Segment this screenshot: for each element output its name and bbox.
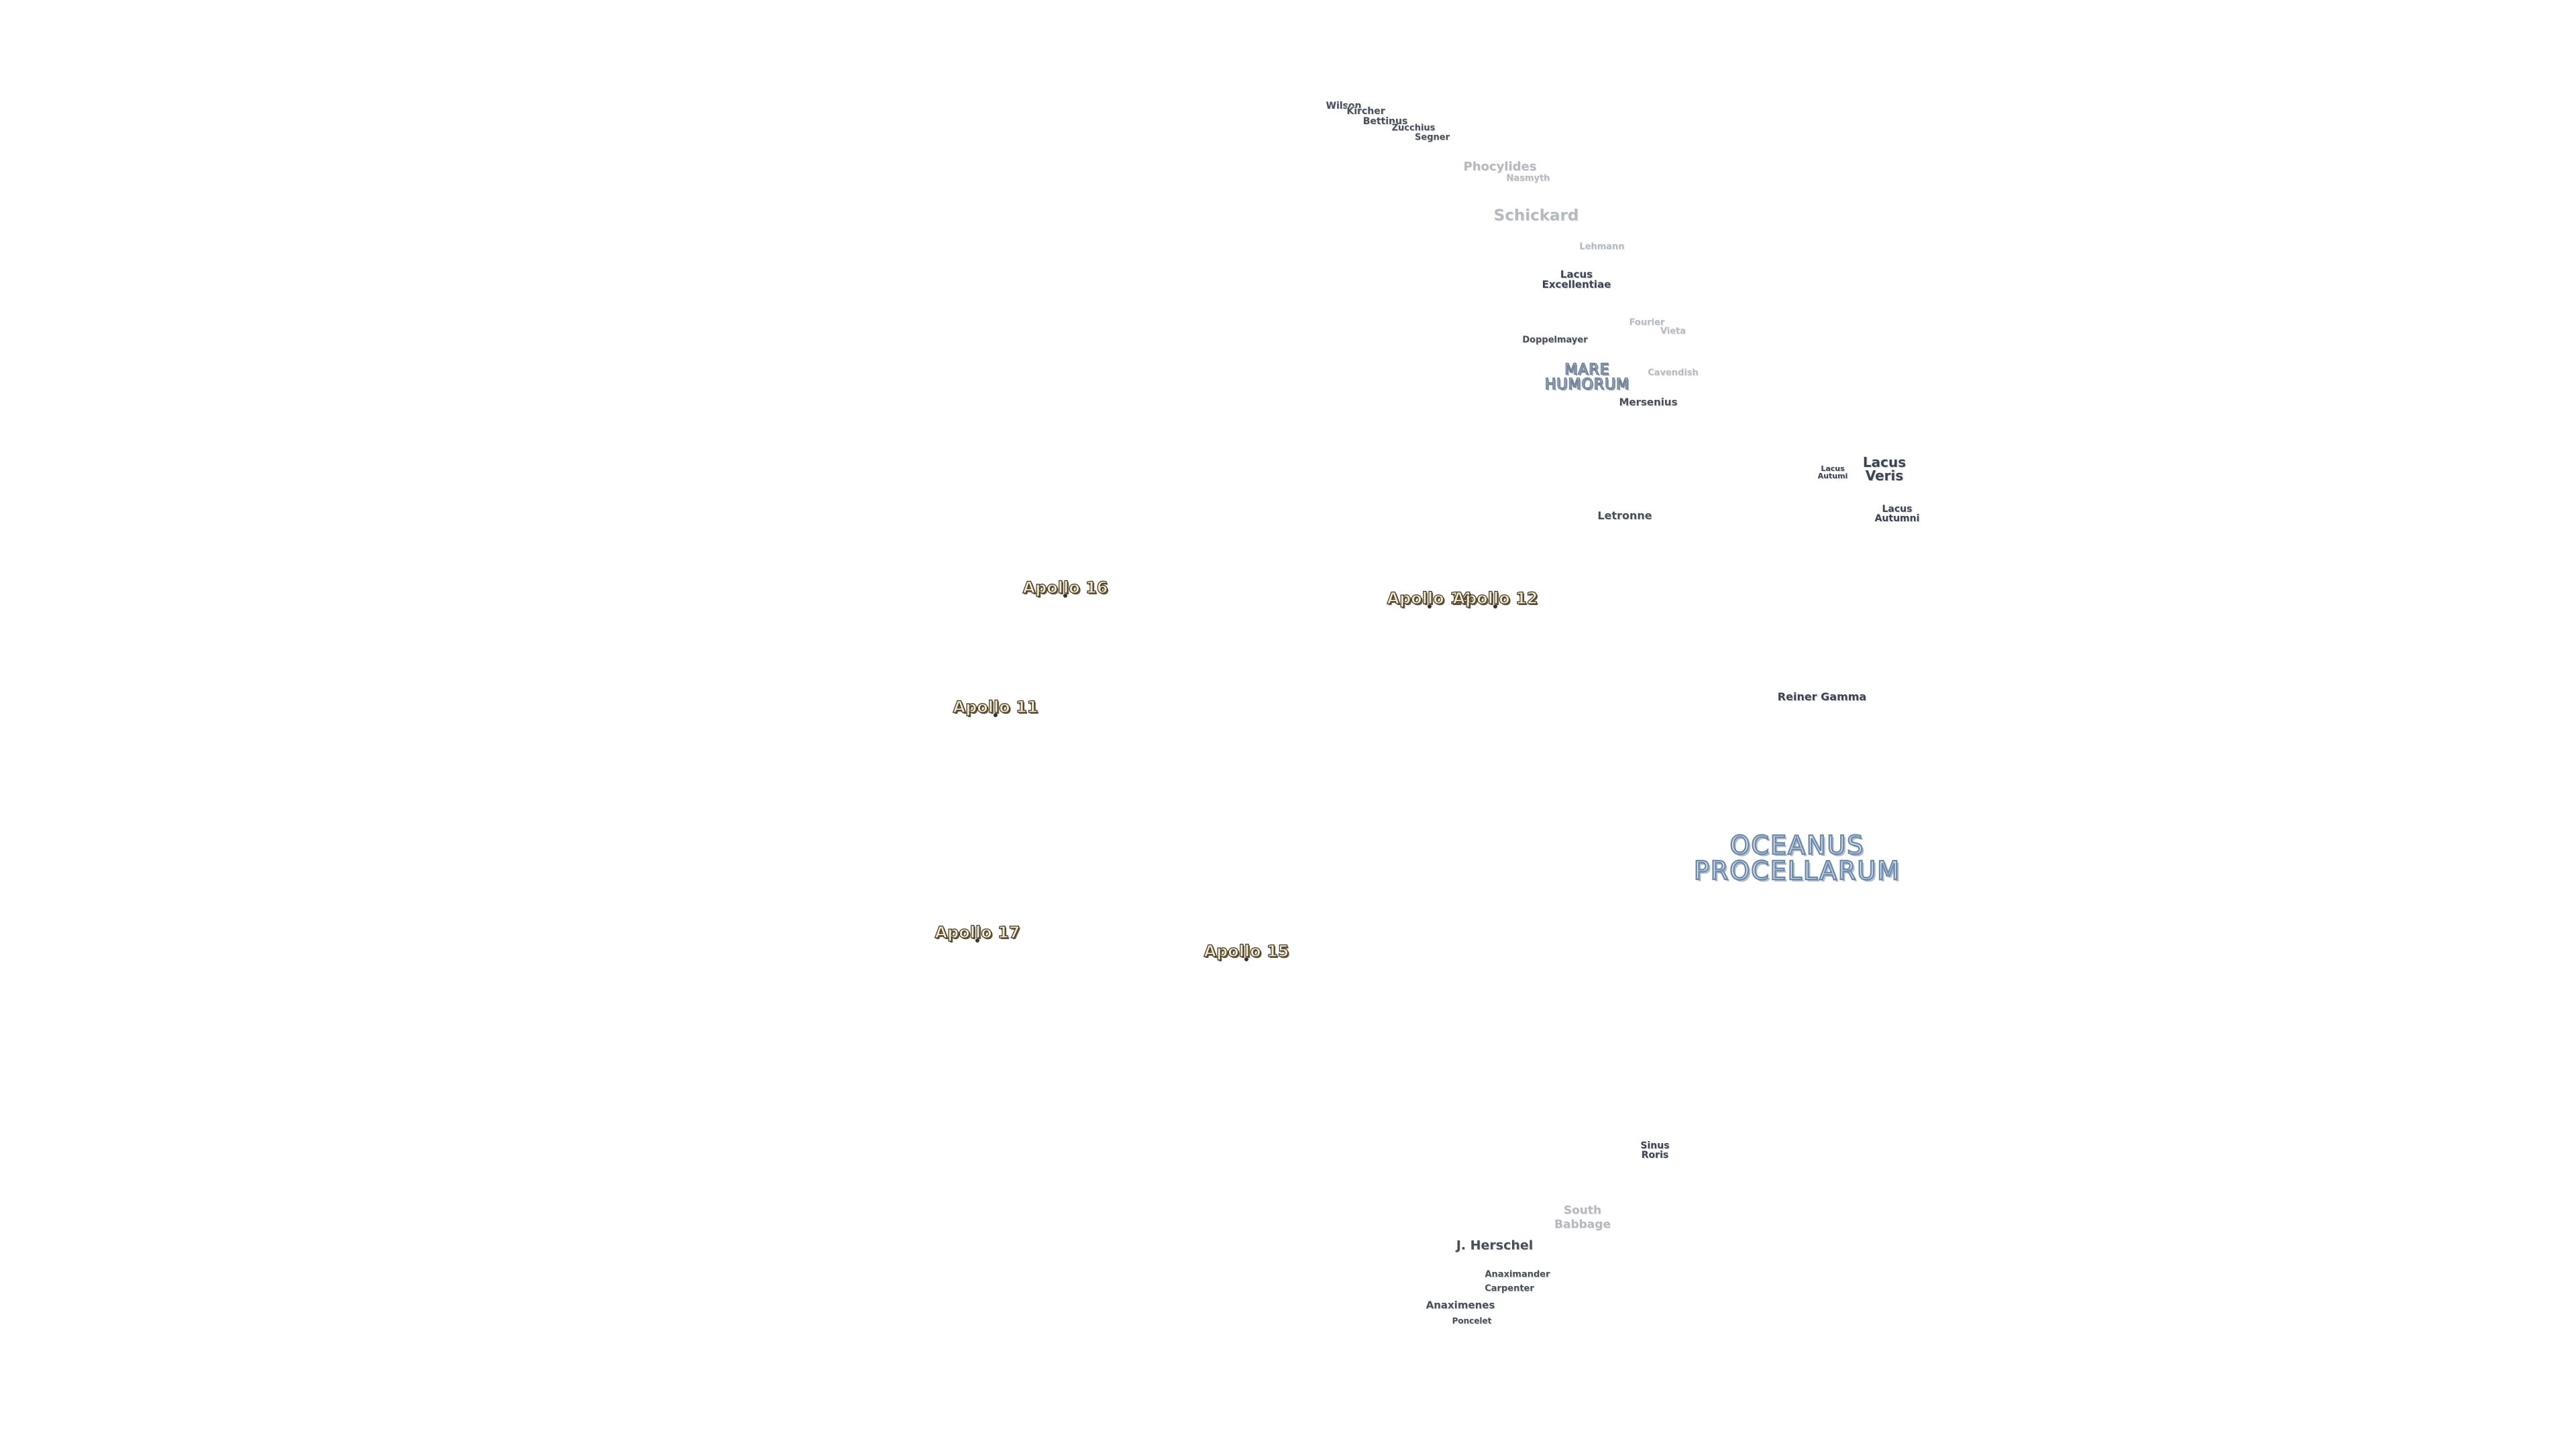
feature-label-lacus-excellentiae: Lacus Excellentiae bbox=[1542, 268, 1611, 290]
feature-label-letronne: Letronne bbox=[1597, 509, 1652, 522]
feature-label-sinus-roris: Sinus Roris bbox=[1640, 1140, 1670, 1161]
landing-site-label-apollo-15[interactable]: Apollo 15 bbox=[1203, 942, 1289, 961]
feature-label-zucchius: Zucchius bbox=[1391, 123, 1436, 133]
landing-site-marker[interactable] bbox=[1428, 604, 1432, 608]
landing-site-marker[interactable] bbox=[1063, 594, 1067, 598]
feature-label-carpenter: Carpenter bbox=[1485, 1283, 1534, 1294]
landing-site-marker[interactable] bbox=[994, 713, 998, 717]
feature-label-babbage: Babbage bbox=[1554, 1218, 1611, 1232]
feature-label-anaximander: Anaximander bbox=[1485, 1269, 1550, 1280]
feature-label-oceanus-procellarum: OCEANUS PROCELLARUM bbox=[1693, 830, 1900, 885]
feature-label-reiner-gamma: Reiner Gamma bbox=[1777, 690, 1867, 703]
feature-label-phocylides: Phocylides bbox=[1463, 160, 1537, 174]
feature-label-nasmyth: Nasmyth bbox=[1506, 173, 1550, 184]
feature-label-mersenius: Mersenius bbox=[1619, 396, 1678, 409]
feature-label-south: South bbox=[1563, 1203, 1602, 1218]
landing-site-marker[interactable] bbox=[1493, 604, 1497, 608]
feature-label-mare-humorum: MARE HUMORUM bbox=[1544, 362, 1630, 393]
feature-label-segner: Segner bbox=[1415, 132, 1450, 143]
feature-label-doppelmayer: Doppelmayer bbox=[1522, 335, 1588, 345]
feature-label-anaximenes: Anaximenes bbox=[1426, 1299, 1495, 1311]
landing-site-label-apollo-14[interactable]: Apollo 14 bbox=[1387, 589, 1472, 608]
landing-site-marker[interactable] bbox=[1244, 957, 1248, 961]
feature-label-kircher: Kircher bbox=[1346, 106, 1385, 117]
landing-site-label-apollo-11[interactable]: Apollo 11 bbox=[953, 698, 1038, 716]
feature-label-lacus-veris: Lacus Veris bbox=[1862, 454, 1907, 484]
landing-site-marker[interactable] bbox=[975, 938, 979, 943]
feature-label-vieta: Vieta bbox=[1660, 326, 1686, 337]
feature-label-schickard: Schickard bbox=[1493, 207, 1579, 225]
landing-site-label-apollo-17[interactable]: Apollo 17 bbox=[934, 923, 1020, 942]
feature-label-fourier: Fourier bbox=[1629, 317, 1665, 328]
feature-label-cavendish: Cavendish bbox=[1648, 368, 1699, 378]
feature-label-lacus-autumni-small: Lacus Autumi bbox=[1817, 464, 1848, 480]
feature-label-j-herschel: J. Herschel bbox=[1456, 1238, 1534, 1253]
landing-site-label-apollo-16[interactable]: Apollo 16 bbox=[1022, 578, 1108, 597]
feature-label-lacus-autumni: Lacus Autumni bbox=[1874, 504, 1920, 524]
feature-label-poncelet: Poncelet bbox=[1452, 1316, 1492, 1326]
landing-site-label-apollo-12[interactable]: Apollo 12 bbox=[1452, 589, 1538, 608]
feature-label-wilson: Wilson bbox=[1326, 101, 1362, 111]
feature-label-lehmann: Lehmann bbox=[1579, 241, 1625, 252]
feature-label-bettinus: Bettinus bbox=[1362, 116, 1408, 127]
